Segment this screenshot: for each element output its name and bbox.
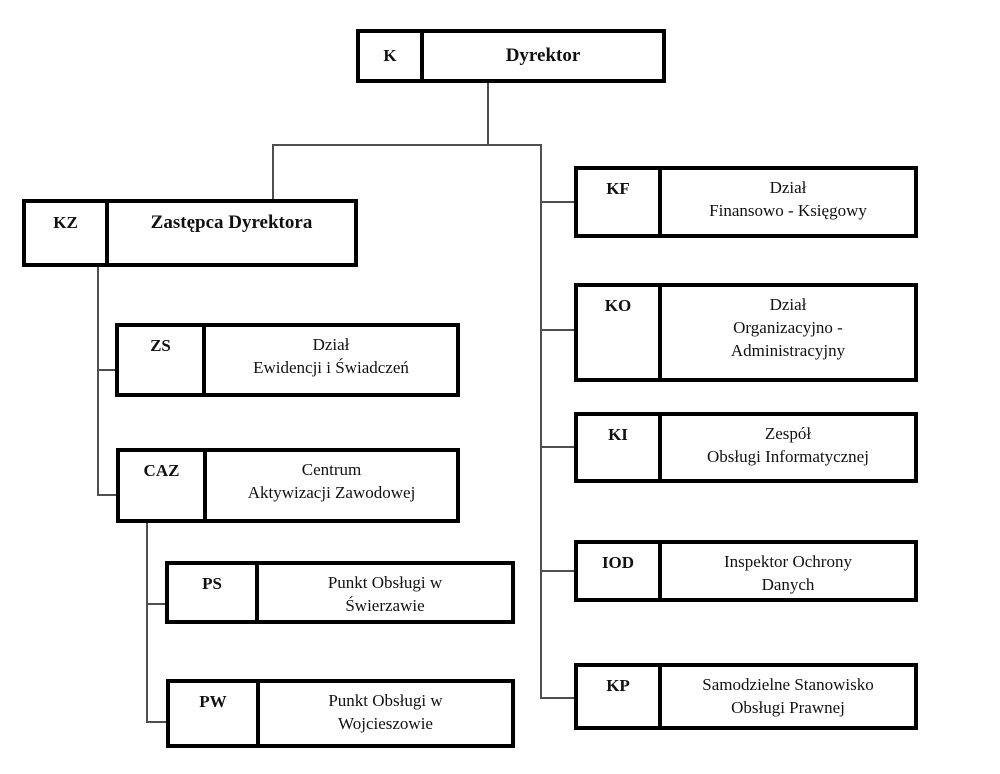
org-label-zespol-obslugi-informatycznej: Zespół Obsługi Informatycznej: [707, 424, 869, 466]
org-node-punkt-swierzawa: PS Punkt Obsługi w Świerzawie: [165, 561, 515, 624]
org-node-stanowisko-obslugi-prawnej: KP Samodzielne Stanowisko Obsługi Prawne…: [574, 663, 918, 730]
org-label-dzial-finansowo-ksiegowy: Dział Finansowo - Księgowy: [709, 178, 867, 220]
org-label-stanowisko-obslugi-prawnej: Samodzielne Stanowisko Obsługi Prawnej: [702, 675, 874, 717]
connector-caz-trunk: [146, 523, 148, 723]
org-node-zespol-obslugi-informatycznej: KI Zespół Obsługi Informatycznej: [574, 412, 918, 483]
org-node-dzial-organizacyjno-administracyjny: KO Dział Organizacyjno - Administracyjny: [574, 283, 918, 382]
connector-stub-caz: [97, 494, 116, 496]
org-code-ps: PS: [169, 565, 259, 620]
connector-stub-kp: [540, 697, 574, 699]
org-node-dyrektor: K Dyrektor: [356, 29, 666, 83]
org-code-zs: ZS: [119, 327, 206, 393]
org-label-dyrektor: Dyrektor: [505, 45, 581, 66]
org-label-punkt-wojcieszow: Punkt Obsługi w Wojcieszowie: [328, 691, 443, 733]
org-code-iod: IOD: [578, 544, 662, 598]
connector-stub-kf: [540, 201, 574, 203]
org-code-kz: KZ: [26, 203, 109, 263]
org-code-ko: KO: [578, 287, 662, 378]
org-label-punkt-swierzawa: Punkt Obsługi w Świerzawie: [327, 573, 443, 615]
connector-stub-ps: [146, 603, 165, 605]
org-node-centrum-aktywizacji: CAZ Centrum Aktywizacji Zawodowej: [116, 448, 460, 523]
org-label-inspektor-ochrony-danych: Inspektor Ochrony Danych: [724, 552, 852, 594]
connector-main-horizontal: [272, 144, 542, 146]
org-code-ki: KI: [578, 416, 662, 479]
org-node-dzial-ewidencji: ZS Dział Ewidencji i Świadczeń: [115, 323, 460, 397]
connector-kz-drop: [272, 144, 274, 199]
connector-stub-pw: [146, 721, 166, 723]
org-node-inspektor-ochrony-danych: IOD Inspektor Ochrony Danych: [574, 540, 918, 602]
connector-stub-iod: [540, 570, 574, 572]
org-code-kp: KP: [578, 667, 662, 726]
org-label-dzial-organizacyjno-administracyjny: Dział Organizacyjno - Administracyjny: [730, 295, 846, 360]
org-node-dzial-finansowo-ksiegowy: KF Dział Finansowo - Księgowy: [574, 166, 918, 238]
connector-left-trunk: [97, 267, 99, 495]
org-code-k: K: [360, 33, 424, 79]
org-label-zastepca-dyrektora: Zastępca Dyrektora: [150, 212, 313, 233]
connector-right-trunk: [540, 144, 542, 699]
org-code-kf: KF: [578, 170, 662, 234]
org-node-punkt-wojcieszow: PW Punkt Obsługi w Wojcieszowie: [166, 679, 515, 748]
connector-dyrektor-drop: [487, 83, 489, 144]
org-label-centrum-aktywizacji: Centrum Aktywizacji Zawodowej: [247, 460, 416, 502]
org-code-caz: CAZ: [120, 452, 207, 519]
org-label-dzial-ewidencji: Dział Ewidencji i Świadczeń: [253, 335, 409, 377]
connector-stub-zs: [97, 369, 115, 371]
connector-stub-ki: [540, 446, 574, 448]
connector-stub-ko: [540, 329, 574, 331]
org-node-zastepca-dyrektora: KZ Zastępca Dyrektora: [22, 199, 358, 267]
org-code-pw: PW: [170, 683, 260, 744]
